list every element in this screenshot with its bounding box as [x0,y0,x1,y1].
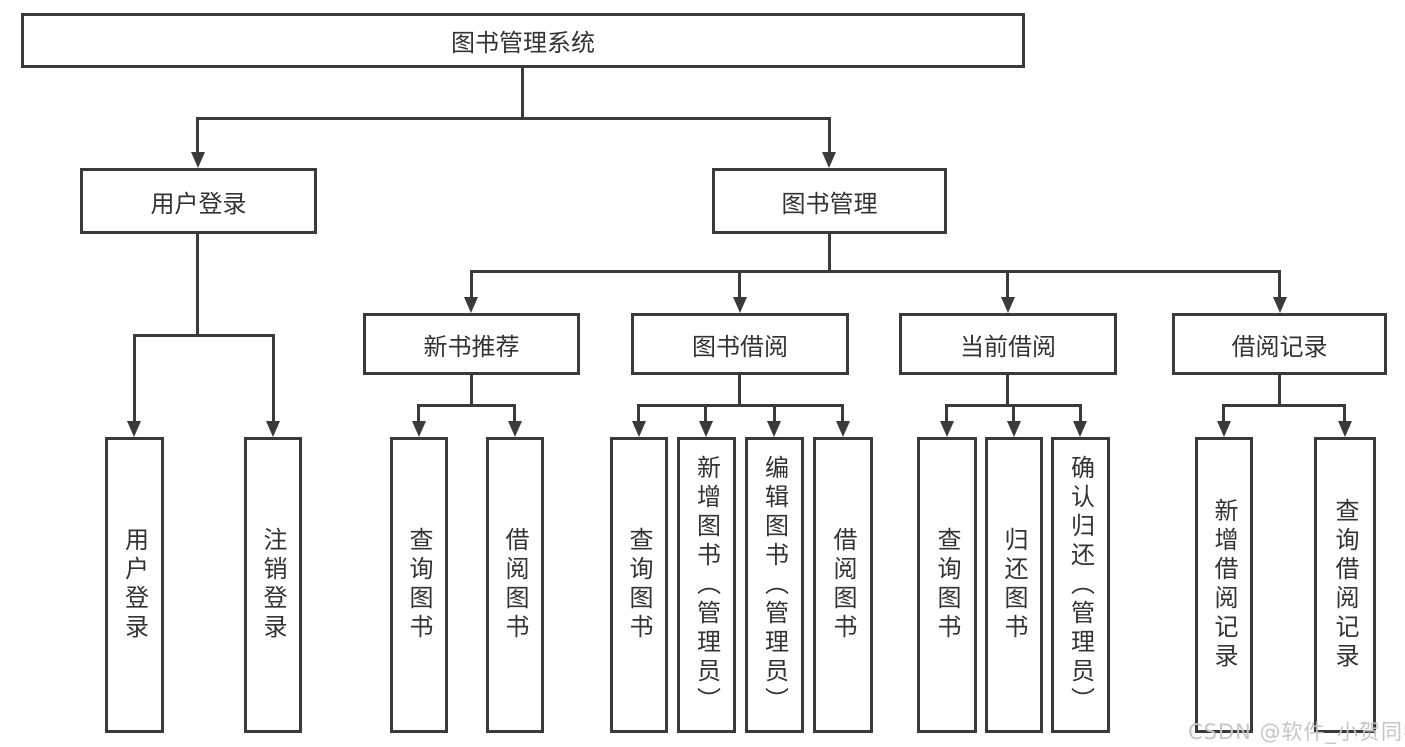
arrow-down-icon [1217,421,1231,437]
node-current-borrow: 当前借阅 [899,313,1117,375]
connector-line [470,270,473,298]
arrow-down-icon [632,421,646,437]
leaf-current-query-book-label: 查询图书 [933,527,961,643]
leaf-borrow-book-label: 借阅图书 [829,527,857,643]
connector-line [133,334,275,337]
node-current-borrow-label: 当前借阅 [960,332,1056,361]
leaf-add-book-admin: 新增图书（管理员） [677,437,736,733]
connector-line [1012,404,1015,421]
connector-line [1222,404,1225,421]
leaf-recommend-borrow-book-label: 借阅图书 [501,527,529,643]
arrow-down-icon [127,421,141,437]
connector-line [841,404,844,421]
connector-line [196,117,831,120]
arrow-down-icon [191,152,205,168]
connector-line [133,334,136,422]
arrow-down-icon [1273,297,1287,313]
leaf-confirm-return-admin-label: 确认归还（管理员） [1066,454,1095,716]
arrow-down-icon [1338,421,1352,437]
leaf-recommend-borrow-book: 借阅图书 [486,437,544,733]
leaf-logout-label: 注销登录 [259,527,287,643]
leaf-borrow-book: 借阅图书 [813,437,873,733]
leaf-add-book-admin-label: 新增图书（管理员） [692,454,721,716]
connector-line [773,404,776,421]
arrow-down-icon [733,297,747,313]
connector-line [1079,404,1082,421]
connector-line [417,404,516,407]
arrow-down-icon [464,297,478,313]
node-book-borrow-label: 图书借阅 [692,332,788,361]
arrow-down-icon [1007,421,1021,437]
connector-line [945,404,948,421]
connector-line [272,334,275,422]
leaf-borrow-query-book: 查询图书 [610,437,668,733]
connector-line [470,270,1281,273]
arrow-down-icon [699,421,713,437]
arrow-down-icon [940,421,954,437]
leaf-current-query-book: 查询图书 [917,437,977,733]
connector-line [738,375,741,407]
arrow-down-icon [822,152,836,168]
arrow-down-icon [767,421,781,437]
node-borrow-record: 借阅记录 [1172,313,1387,375]
connector-line [470,375,473,407]
connector-line [1006,270,1009,298]
leaf-edit-book-admin-label: 编辑图书（管理员） [760,454,789,716]
leaf-add-borrow-record: 新增借阅记录 [1195,437,1253,733]
node-borrow-record-label: 借阅记录 [1231,332,1328,361]
node-new-book-recommend: 新书推荐 [363,313,580,375]
connector-line [1278,375,1281,407]
connector-line [196,234,199,337]
arrow-down-icon [1001,297,1015,313]
connector-line [1222,404,1346,407]
leaf-query-borrow-record: 查询借阅记录 [1314,437,1376,733]
connector-line [828,117,831,153]
connector-line [513,404,516,421]
node-book-borrow: 图书借阅 [631,313,849,375]
node-book-management: 图书管理 [712,168,947,234]
arrow-down-icon [266,421,280,437]
node-root: 图书管理系统 [21,13,1025,68]
connector-line [417,404,420,421]
connector-line [828,234,831,273]
leaf-return-book: 归还图书 [985,437,1043,733]
node-book-management-label: 图书管理 [781,189,878,218]
leaf-user-login: 用户登录 [105,437,164,733]
leaf-confirm-return-admin: 确认归还（管理员） [1051,437,1110,733]
leaf-recommend-query-book: 查询图书 [390,437,448,733]
connector-line [738,270,741,298]
connector-line [196,117,199,153]
node-user-login-label: 用户登录 [150,189,247,218]
leaf-query-borrow-record-label: 查询借阅记录 [1331,498,1359,672]
connector-line [1278,270,1281,298]
connector-line [1343,404,1346,421]
arrow-down-icon [1073,421,1087,437]
csdn-watermark: CSDN @软件_小贺同学 [1188,720,1405,744]
arrow-down-icon [508,421,522,437]
arrow-down-icon [836,421,850,437]
leaf-add-borrow-record-label: 新增借阅记录 [1210,498,1238,672]
leaf-user-login-label: 用户登录 [120,527,149,643]
connector-line [521,68,524,120]
leaf-recommend-query-book-label: 查询图书 [405,527,433,643]
connector-line [1006,375,1009,407]
leaf-borrow-query-book-label: 查询图书 [625,527,653,643]
arrow-down-icon [412,421,426,437]
connector-line [637,404,640,421]
leaf-return-book-label: 归还图书 [1000,527,1028,643]
connector-line [704,404,707,421]
leaf-logout: 注销登录 [244,437,302,733]
connector-line [637,404,844,407]
node-new-book-recommend-label: 新书推荐 [423,332,520,361]
node-root-label: 图书管理系统 [451,29,595,57]
node-user-login: 用户登录 [80,168,317,234]
leaf-edit-book-admin: 编辑图书（管理员） [745,437,804,733]
